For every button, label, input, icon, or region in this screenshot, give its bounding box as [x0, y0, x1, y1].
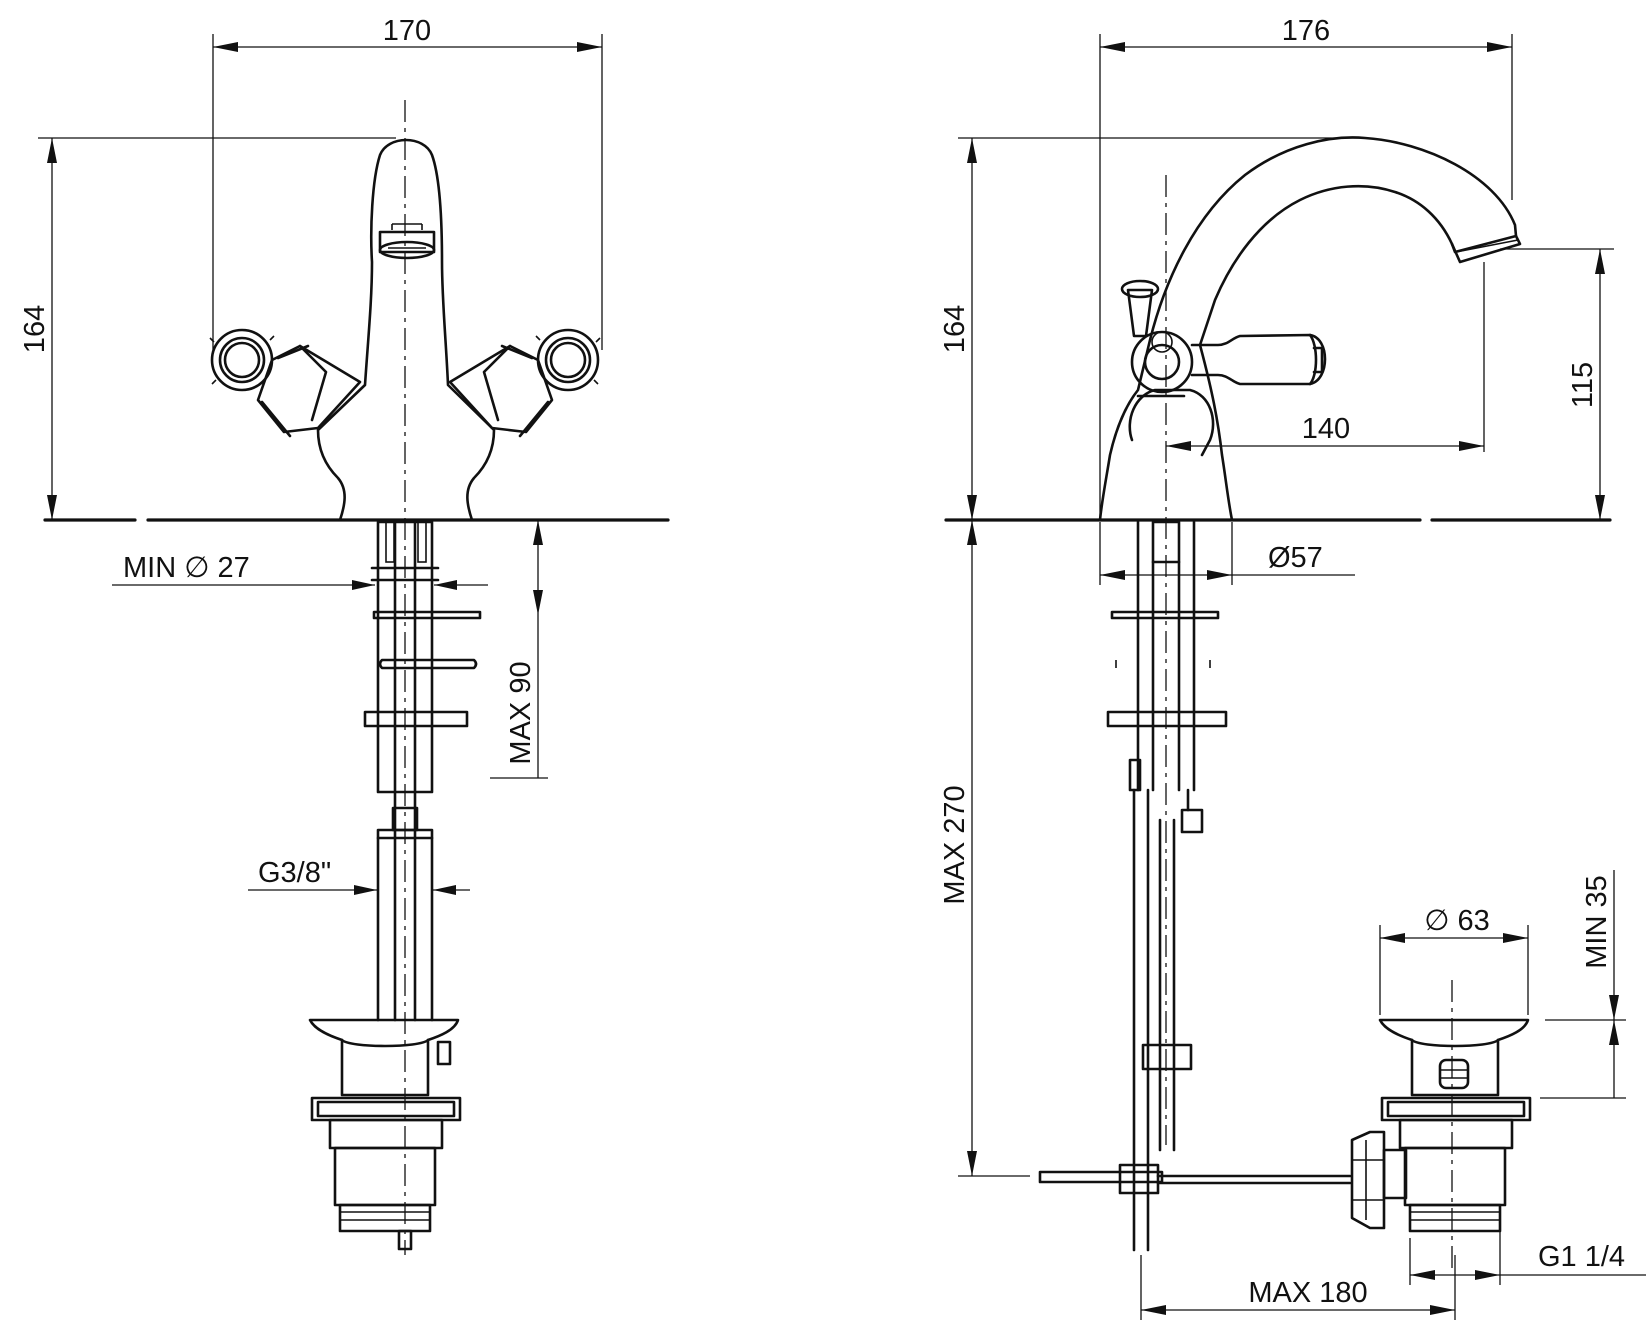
label-waste-diameter: ∅ 63	[1424, 905, 1490, 937]
side-view: 176 164 140 115	[939, 15, 1646, 1320]
front-pop-up-waste	[308, 1018, 462, 1251]
dim-front-width: 170	[212, 15, 603, 350]
dim-side-height: 164	[939, 137, 1364, 520]
dim-max-180: MAX 180	[1140, 1255, 1456, 1320]
label-base-diameter: Ø57	[1268, 542, 1323, 574]
front-right-handle[interactable]	[448, 328, 601, 438]
front-left-handle[interactable]	[209, 328, 362, 438]
front-tap-body	[316, 138, 496, 522]
label-side-width: 176	[1282, 15, 1330, 47]
side-under-deck-assembly	[1106, 520, 1228, 1252]
label-min-hole: MIN ∅ 27	[123, 552, 250, 584]
front-under-deck-fixing	[363, 520, 482, 1022]
side-waste-body	[1350, 1018, 1532, 1233]
dim-max-deck: MAX 90	[490, 519, 548, 779]
dim-base-diameter: Ø57	[1099, 522, 1355, 585]
label-min-waste: MIN 35	[1581, 875, 1613, 968]
front-view: 170 164 MIN ∅ 27 MAX 90	[19, 15, 670, 1255]
dim-max-rod: MAX 270	[939, 520, 1030, 1177]
side-pull-rod	[1038, 1170, 1352, 1185]
dim-front-height: 164	[19, 137, 396, 520]
side-tap-body[interactable]	[1098, 136, 1522, 522]
dim-connection: G3/8"	[248, 857, 470, 895]
label-spout-reach: 140	[1302, 413, 1350, 445]
dim-spout-reach: 140	[1166, 262, 1485, 452]
label-max-rod: MAX 270	[939, 785, 971, 904]
label-max-180: MAX 180	[1248, 1277, 1367, 1309]
label-front-height: 164	[19, 305, 51, 353]
side-lever-handle[interactable]	[1120, 279, 1327, 398]
label-max-deck: MAX 90	[505, 661, 537, 764]
label-waste-thread: G1 1/4	[1538, 1241, 1625, 1273]
label-side-height: 164	[939, 305, 971, 353]
dim-side-width: 176	[1099, 15, 1513, 520]
dim-min-waste: MIN 35	[1540, 870, 1626, 1099]
dim-waste-diameter: ∅ 63	[1379, 905, 1529, 1015]
label-connection: G3/8"	[258, 857, 331, 889]
label-front-width: 170	[383, 15, 431, 47]
dim-waste-thread: G1 1/4	[1409, 1232, 1646, 1285]
dim-spout-height: 115	[1500, 248, 1614, 520]
label-spout-height: 115	[1567, 362, 1599, 408]
dim-min-hole: MIN ∅ 27	[112, 552, 488, 590]
